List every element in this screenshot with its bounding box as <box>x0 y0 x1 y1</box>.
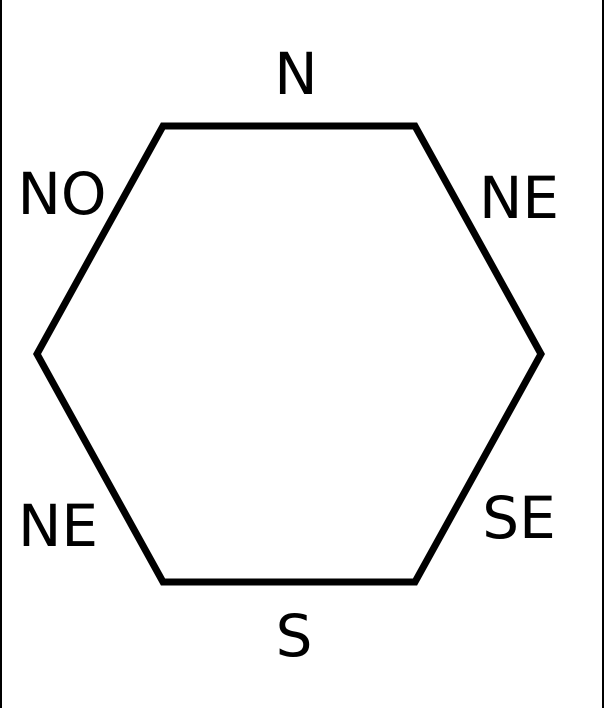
label-top-right: NE <box>479 164 559 232</box>
label-bottom-left: NE <box>18 492 98 560</box>
label-top: N <box>274 40 317 108</box>
hexagon-outline <box>33 122 545 586</box>
label-bottom-right: SE <box>482 484 555 552</box>
label-top-left: NO <box>17 160 106 228</box>
label-bottom: S <box>276 602 313 670</box>
